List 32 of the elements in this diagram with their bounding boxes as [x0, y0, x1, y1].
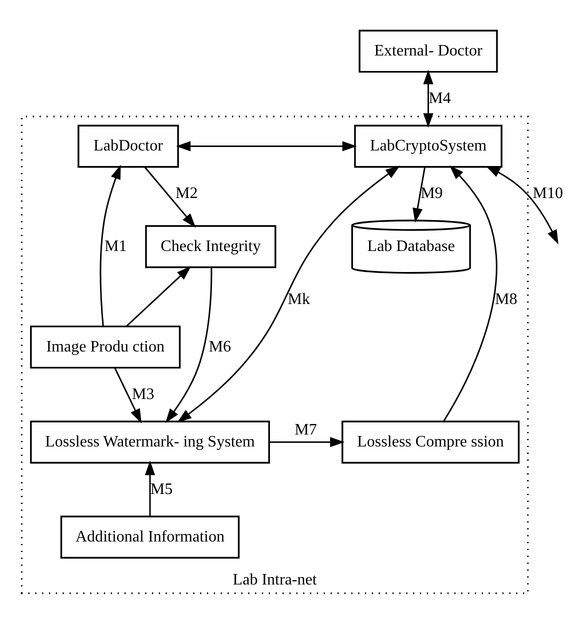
arrow — [144, 166, 196, 228]
arrow — [126, 266, 192, 327]
node-box: Check Integrity — [145, 225, 276, 268]
node-box: External- Doctor — [358, 30, 498, 73]
edge-label: M1 — [104, 238, 127, 255]
edge-label: M10 — [532, 184, 564, 202]
edge-label: M6 — [208, 338, 231, 356]
arrow — [412, 167, 426, 223]
arrow — [165, 268, 212, 424]
arrow — [100, 164, 121, 326]
arrow — [486, 166, 558, 244]
edge-label: Mk — [288, 290, 310, 308]
arrow — [269, 437, 345, 448]
node-box: Additional Information — [60, 516, 240, 559]
node-box: LabDoctor — [78, 124, 179, 168]
node-box: Lossless Watermark- ing System — [30, 420, 270, 464]
edge-label: M3 — [132, 386, 154, 403]
edge-label: M4 — [428, 90, 451, 107]
arrow — [114, 368, 142, 424]
node-box: Image Produ ction — [30, 326, 181, 369]
arrow — [177, 166, 400, 423]
arrow — [176, 141, 357, 152]
arrow — [423, 70, 434, 128]
arrow — [442, 165, 498, 422]
edge-label: M5 — [150, 480, 173, 498]
node-box: Lossless Compre ssion — [342, 420, 520, 464]
node-box: LabCryptoSystem — [354, 124, 502, 168]
edge-label: M9 — [420, 184, 443, 202]
edge-label: M8 — [495, 290, 518, 308]
arrow — [144, 460, 156, 516]
edge-label: M7 — [294, 421, 317, 438]
edge-label: M2 — [176, 184, 198, 202]
